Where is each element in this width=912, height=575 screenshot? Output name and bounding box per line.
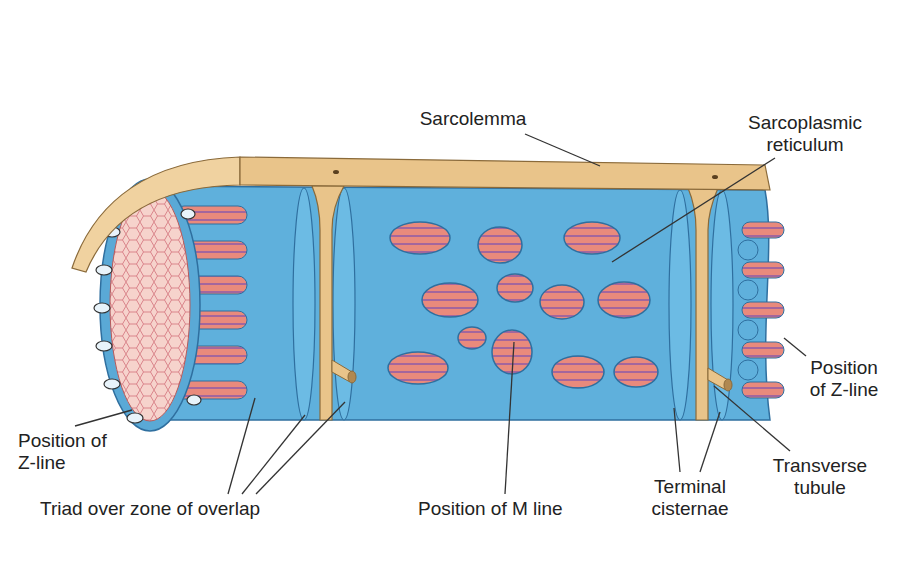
part-label: Position of Z-line	[800, 357, 888, 401]
part-label: Position of Z-line	[18, 430, 128, 474]
part-label: Sarcoplasmic reticulum	[735, 112, 875, 156]
part-label: Transverse tubule	[765, 455, 875, 499]
part-label: Triad over zone of overlap	[40, 498, 260, 520]
part-label: Terminal cisternae	[640, 476, 740, 520]
part-label: Sarcolemma	[408, 108, 538, 130]
part-label: Position of M line	[418, 498, 563, 520]
